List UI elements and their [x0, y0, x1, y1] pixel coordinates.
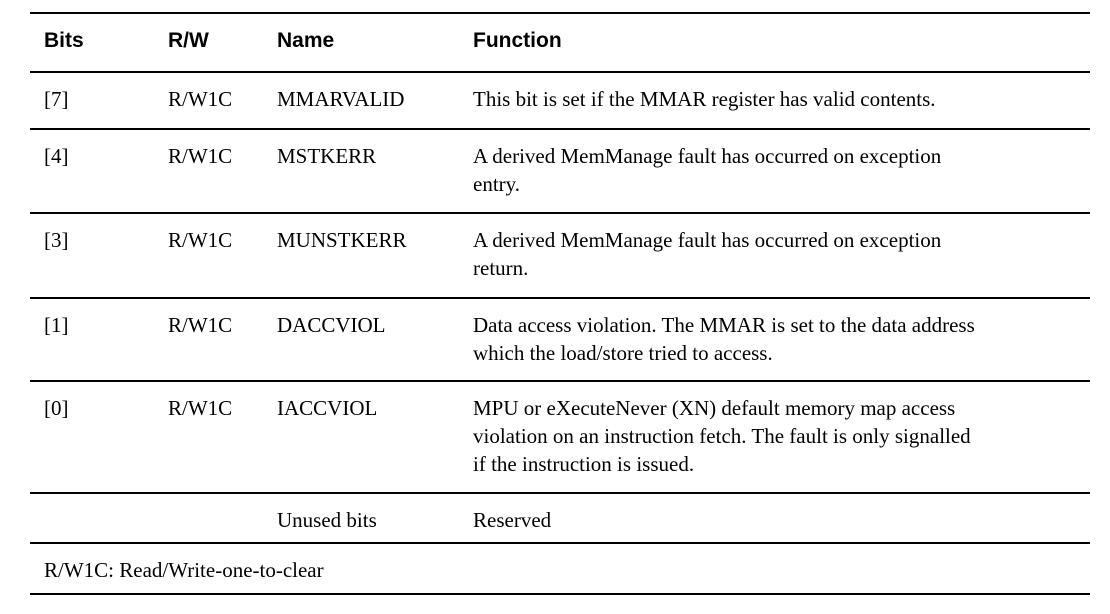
function-cell: A derived MemManage fault has occurred o…	[473, 213, 1090, 298]
footnote-cell: R/W1C: Read/Write-one-to-clear	[44, 558, 324, 582]
bits-cell: [3]	[44, 228, 69, 252]
name-cell: MMARVALID	[277, 87, 405, 111]
column-header-rw: R/W	[168, 29, 209, 52]
bits-cell: [7]	[44, 87, 69, 111]
table-row: [0] R/W1C IACCVIOL MPU or eXecuteNever (…	[30, 381, 1090, 493]
table-row: [4] R/W1C MSTKERR A derived MemManage fa…	[30, 129, 1090, 213]
table-header-row: Bits R/W Name Function	[30, 13, 1090, 72]
name-cell: MUNSTKERR	[277, 228, 407, 252]
function-cell: A derived MemManage fault has occurred o…	[473, 129, 1090, 213]
function-line: which the load/store tried to access.	[473, 341, 773, 365]
table-row: [1] R/W1C DACCVIOL Data access violation…	[30, 298, 1090, 381]
name-cell: IACCVIOL	[277, 396, 378, 420]
column-header-name: Name	[277, 29, 335, 52]
function-cell: Reserved	[473, 493, 1090, 543]
rw-cell: R/W1C	[168, 144, 233, 168]
bits-cell: [4]	[44, 144, 69, 168]
function-cell: MPU or eXecuteNever (XN) default memory …	[473, 381, 1090, 493]
function-line: Data access violation. The MMAR is set t…	[473, 313, 975, 337]
function-line: violation on an instruction fetch. The f…	[473, 424, 971, 448]
rw-cell	[168, 493, 277, 543]
function-line: A derived MemManage fault has occurred o…	[473, 228, 942, 252]
function-line: if the instruction is issued.	[473, 452, 695, 476]
name-cell: DACCVIOL	[277, 313, 386, 337]
rw-cell: R/W1C	[168, 228, 233, 252]
function-line: return.	[473, 256, 529, 280]
table-row-unused-bits: Unused bits Reserved	[30, 493, 1090, 543]
bits-cell: [1]	[44, 313, 69, 337]
table-footnote-row: R/W1C: Read/Write-one-to-clear	[30, 543, 1090, 594]
bits-cell	[30, 493, 168, 543]
function-line: MPU or eXecuteNever (XN) default memory …	[473, 396, 956, 420]
function-line: entry.	[473, 172, 521, 196]
rw-cell: R/W1C	[168, 396, 233, 420]
column-header-bits: Bits	[44, 29, 84, 52]
function-line: This bit is set if the MMAR register has…	[473, 87, 936, 111]
rw-cell: R/W1C	[168, 313, 233, 337]
name-cell: Unused bits	[277, 508, 377, 532]
name-cell: MSTKERR	[277, 144, 377, 168]
rw-cell: R/W1C	[168, 87, 233, 111]
function-cell: Data access violation. The MMAR is set t…	[473, 298, 1090, 381]
function-line: A derived MemManage fault has occurred o…	[473, 144, 942, 168]
bits-cell: [0]	[44, 396, 69, 420]
function-cell: This bit is set if the MMAR register has…	[473, 72, 1090, 129]
column-header-function: Function	[473, 29, 562, 52]
table-row: [7] R/W1C MMARVALID This bit is set if t…	[30, 72, 1090, 129]
bit-field-table: Bits R/W Name Function [7] R/W1C MMARVAL…	[30, 12, 1090, 595]
table-row: [3] R/W1C MUNSTKERR A derived MemManage …	[30, 213, 1090, 298]
function-line: Reserved	[473, 508, 552, 532]
